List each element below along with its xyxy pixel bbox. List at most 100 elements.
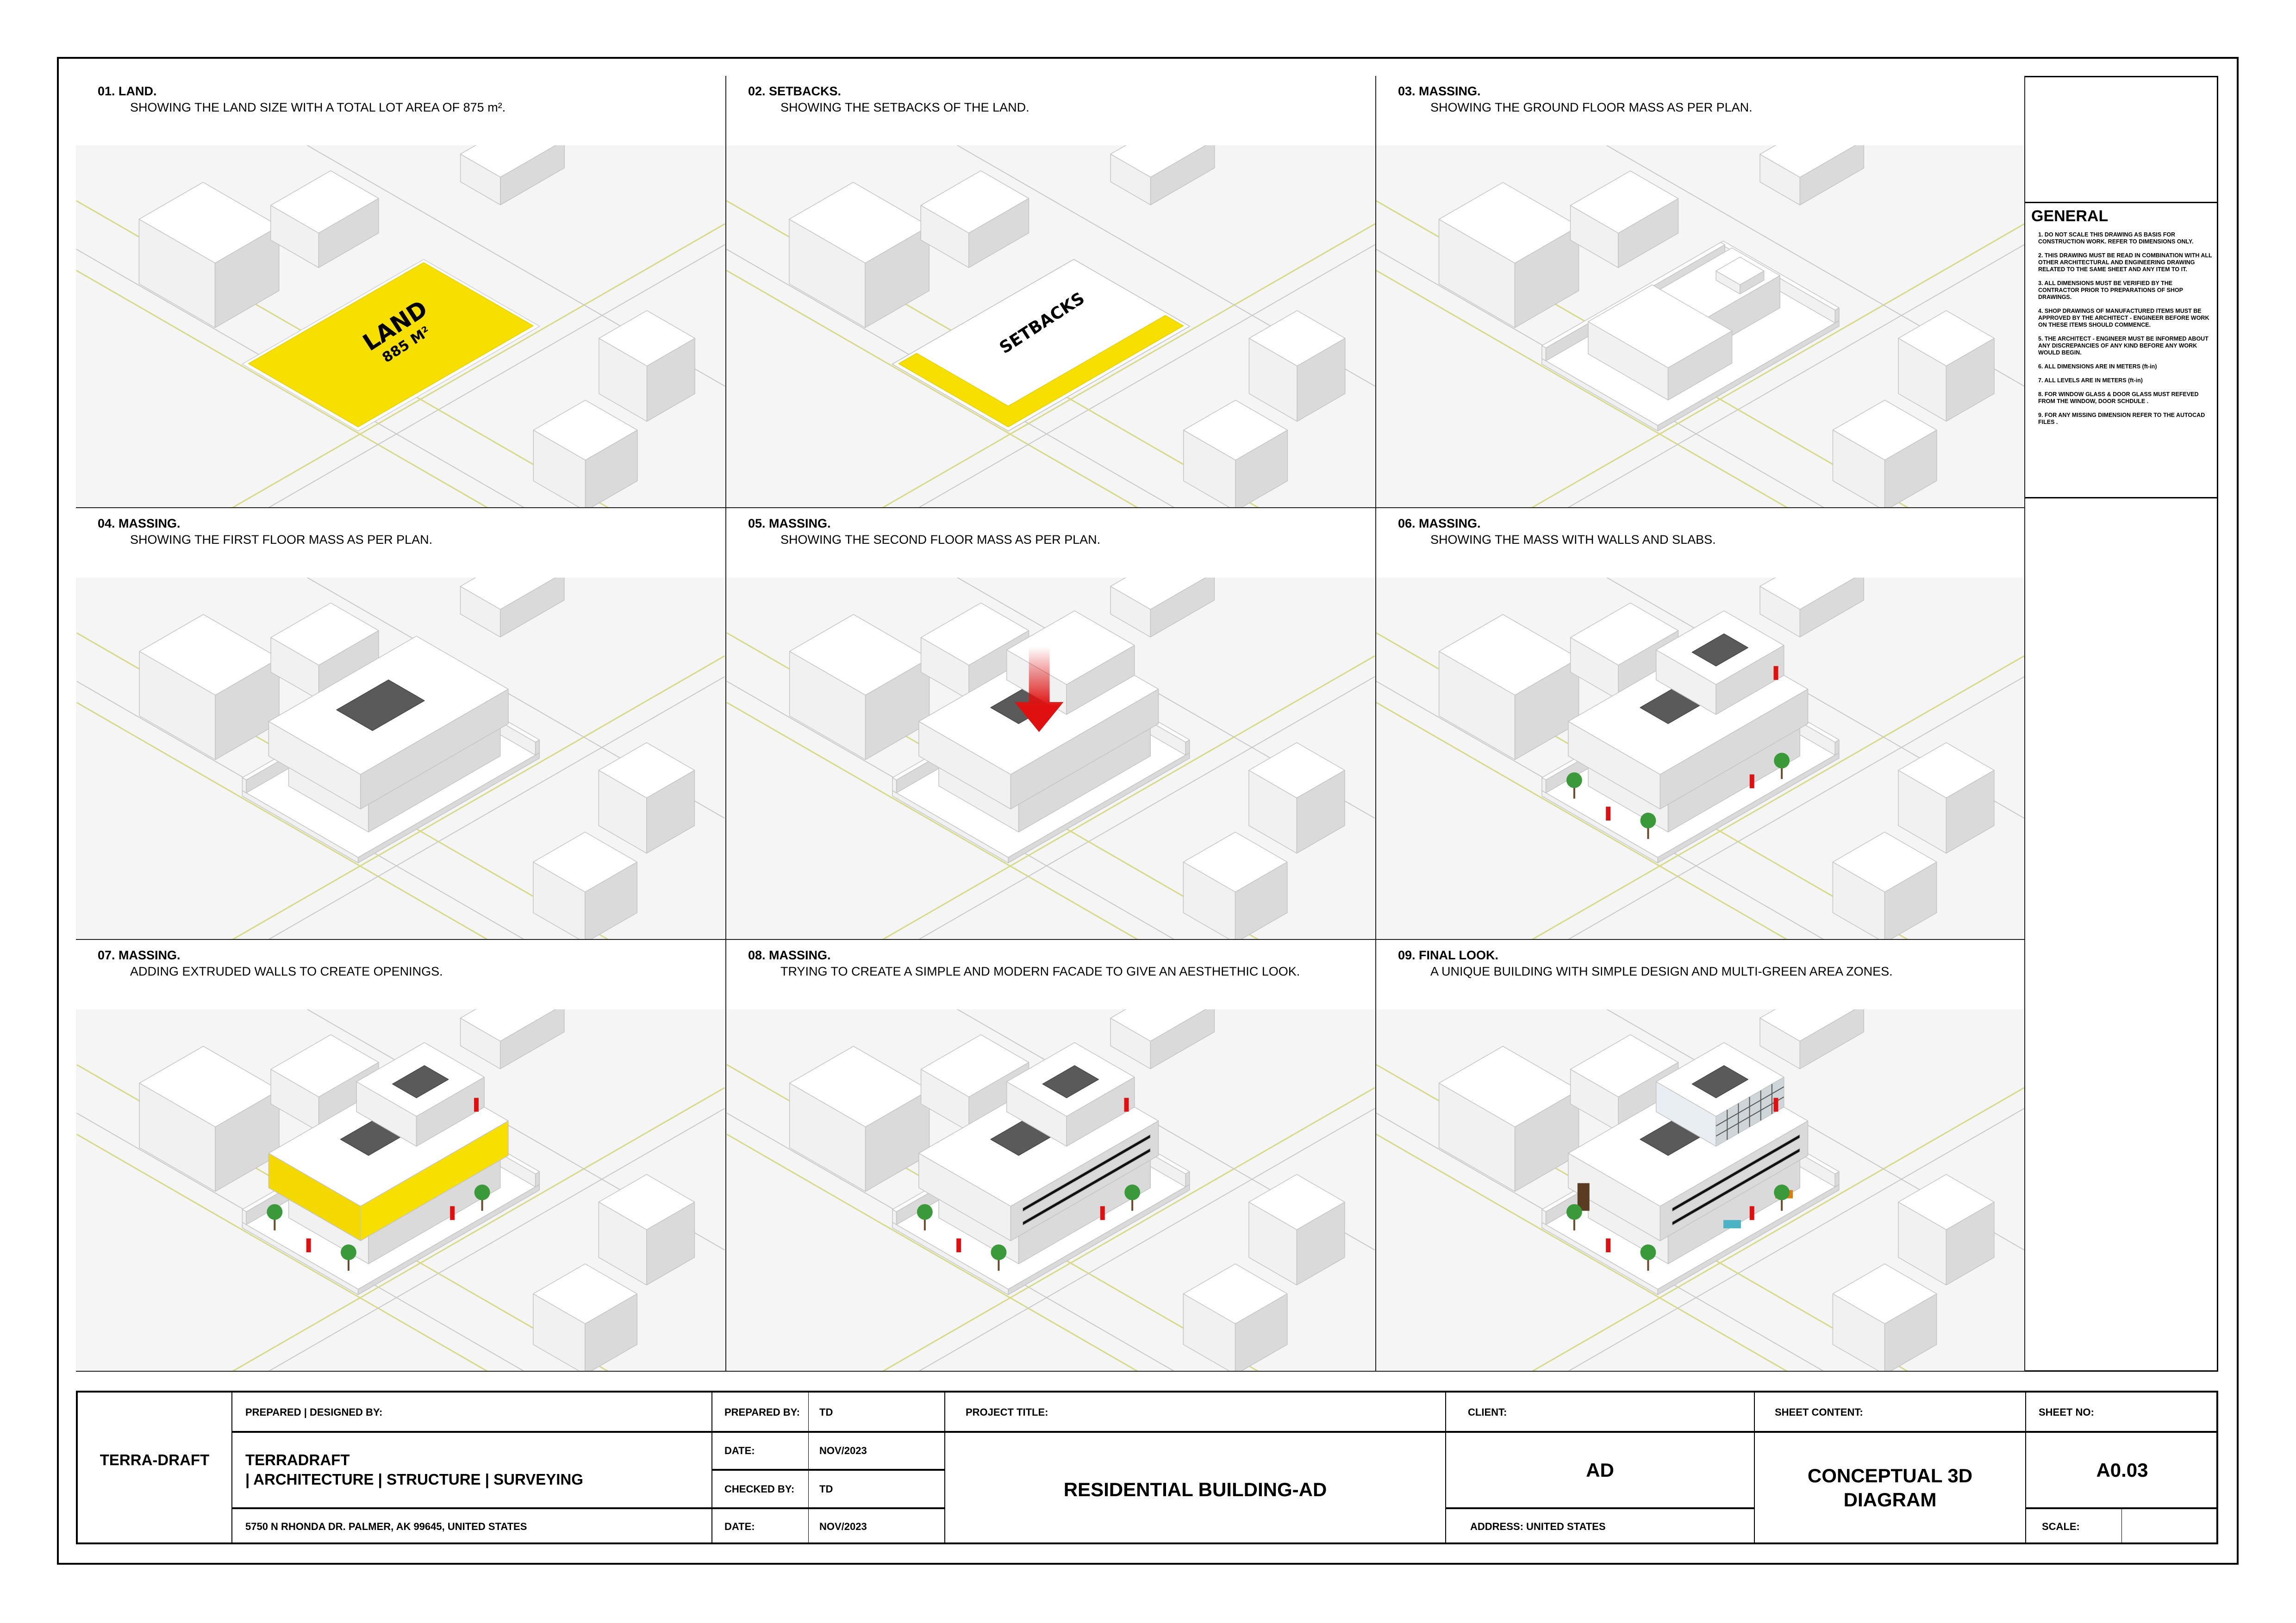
- render-final: [1376, 1009, 2024, 1371]
- road-curb-line: [76, 702, 488, 939]
- divider: [231, 1393, 232, 1542]
- context-building-top: [598, 1174, 695, 1230]
- panel-title: 08. MASSING.: [748, 948, 831, 962]
- render-first-floor: [76, 578, 725, 939]
- context-building-side: [1150, 578, 1215, 638]
- context-building-side: [1150, 1009, 1215, 1070]
- panel-title: 02. SETBACKS.: [748, 84, 842, 98]
- checked-by-label: CHECKED BY:: [724, 1483, 795, 1495]
- context-building-top: [460, 145, 556, 178]
- context-building-top: [1248, 742, 1345, 798]
- context-building-top: [460, 578, 556, 610]
- panel-render: [726, 1009, 1375, 1371]
- context-building-side: [1799, 145, 1865, 205]
- divider: [231, 1507, 944, 1509]
- tree-icon: [267, 1204, 283, 1220]
- render-setbacks: SETBACKS: [726, 145, 1375, 507]
- panel-description: TRYING TO CREATE A SIMPLE AND MODERN FAC…: [780, 964, 1300, 978]
- tree-icon: [917, 1204, 933, 1220]
- panel-header: 03. MASSING.SHOWING THE GROUND FLOOR MAS…: [1376, 76, 2024, 146]
- context-building-top: [1110, 1009, 1206, 1042]
- divider: [1445, 1507, 1754, 1509]
- road-curb-line: [918, 676, 1375, 939]
- context-building-top: [1759, 578, 1856, 610]
- general-note: 4. SHOP DRAWINGS OF MANUFACTURED ITEMS M…: [2038, 308, 2209, 328]
- facade-strip: [1022, 1148, 1151, 1226]
- panel-description: SHOWING THE LAND SIZE WITH A TOTAL LOT A…: [130, 100, 506, 114]
- panel-description: SHOWING THE SECOND FLOOR MASS AS PER PLA…: [780, 533, 1101, 547]
- panel-description: A UNIQUE BUILDING WITH SIMPLE DESIGN AND…: [1430, 964, 1893, 978]
- divider: [2025, 202, 2218, 203]
- context-building-side: [500, 578, 565, 638]
- courtyard-void: [336, 679, 425, 731]
- divider: [2025, 1507, 2218, 1509]
- road-curb-line: [232, 1087, 725, 1371]
- road-curb-line: [726, 1133, 1138, 1371]
- road-curb-line: [726, 1113, 1174, 1371]
- panel-render: [1376, 578, 2024, 939]
- prepared-by-label: PREPARED BY:: [724, 1406, 800, 1418]
- tree-icon: [1774, 752, 1790, 769]
- context-building-top: [1248, 1174, 1345, 1230]
- panel-description: SHOWING THE FIRST FLOOR MASS AS PER PLAN…: [130, 533, 433, 547]
- facade-strip: [1022, 1134, 1151, 1213]
- road-curb-line: [918, 244, 1375, 507]
- prepared-designed-label: PREPARED | DESIGNED BY:: [245, 1406, 383, 1418]
- road-curb-line: [882, 223, 1375, 507]
- person-figure: [1773, 666, 1778, 680]
- prepared-by-value: TD: [819, 1406, 833, 1418]
- person-figure: [450, 1206, 455, 1220]
- context-building-top: [533, 832, 637, 893]
- road-curb-line: [231, 223, 725, 507]
- sheet-no-label: SHEET NO:: [2039, 1406, 2094, 1418]
- road-curb-line: [268, 244, 725, 507]
- panel-description: SHOWING THE GROUND FLOOR MASS AS PER PLA…: [1430, 100, 1753, 114]
- checked-by-value: TD: [819, 1483, 833, 1495]
- divider: [2025, 497, 2218, 498]
- road-curb-line: [76, 1133, 488, 1371]
- road-curb-line: [1568, 1108, 2024, 1371]
- ground-floor-mass-top: [1716, 256, 1765, 286]
- divider: [231, 1431, 2218, 1433]
- context-building-top: [270, 170, 379, 234]
- context-building-top: [1248, 310, 1346, 367]
- divider: [808, 1393, 809, 1542]
- panel-header: 05. MASSING.SHOWING THE SECOND FLOOR MAS…: [726, 508, 1375, 578]
- person-figure: [956, 1238, 961, 1252]
- context-building-top: [270, 603, 379, 666]
- general-note: 8. FOR WINDOW GLASS & DOOR GLASS MUST RE…: [2038, 391, 2199, 404]
- person-figure: [1749, 774, 1754, 789]
- context-building-side: [1150, 145, 1215, 205]
- panel-final-look: 09. FINAL LOOK.A UNIQUE BUILDING WITH SI…: [1376, 940, 2025, 1372]
- context-building-top: [1759, 145, 1856, 178]
- setback-band: [898, 315, 1184, 428]
- road-curb-line: [1531, 223, 2024, 507]
- road-curb-line: [1376, 1113, 1824, 1371]
- road-curb-line: [268, 676, 725, 939]
- divider: [1445, 1393, 1446, 1542]
- road-curb-line: [76, 681, 524, 939]
- road-curb-line: [726, 270, 1138, 507]
- panel-render: [1376, 1009, 2024, 1371]
- sheet-border: [57, 57, 2239, 1565]
- company-short-name: TERRA-DRAFT: [100, 1451, 210, 1468]
- company-address: 5750 N RHONDA DR. PALMER, AK 99645, UNIT…: [245, 1521, 527, 1532]
- tree-icon: [474, 1184, 490, 1200]
- road-curb-line: [76, 270, 488, 507]
- facade-strip: [1672, 1134, 1801, 1213]
- date-value: NOV/2023: [819, 1445, 867, 1456]
- context-building-top: [1110, 145, 1207, 178]
- panel-render: [76, 1009, 725, 1371]
- tree-icon: [1640, 1244, 1656, 1260]
- person-figure: [474, 1098, 479, 1112]
- context-building-top: [1898, 742, 1995, 798]
- client-label: CLIENT:: [1468, 1406, 1507, 1418]
- sheet-content-line1: CONCEPTUAL 3D: [1807, 1465, 1973, 1486]
- context-building-top: [1832, 832, 1937, 893]
- context-building-top: [1110, 578, 1206, 610]
- panel-description: SHOWING THE MASS WITH WALLS AND SLABS.: [1430, 533, 1716, 547]
- road-curb-line: [76, 249, 524, 507]
- road-curb-line: [726, 681, 1174, 939]
- general-note: 2. THIS DRAWING MUST BE READ IN COMBINAT…: [2038, 252, 2212, 273]
